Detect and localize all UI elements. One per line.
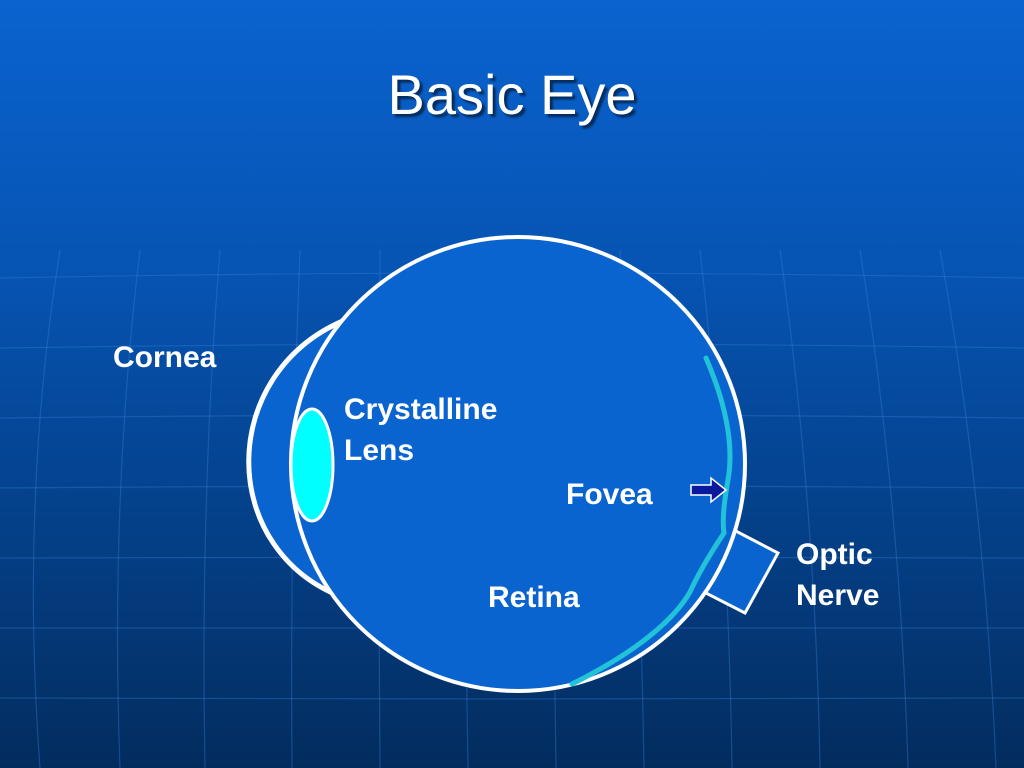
fovea-label: Fovea [566, 478, 653, 511]
crystalline-lens-shape [289, 407, 335, 523]
lens-label-line1: Crystalline [344, 393, 498, 426]
retina-label: Retina [488, 581, 580, 614]
lens-label-line2: Lens [344, 434, 415, 467]
optic-nerve-label-line1: Optic [796, 538, 873, 571]
retina-line [569, 355, 733, 687]
fovea-arrow-icon [690, 476, 728, 504]
slide-title: Basic Eye [387, 63, 637, 126]
optic-nerve-label-line2: Nerve [796, 579, 880, 612]
cornea-label: Cornea [113, 341, 217, 374]
